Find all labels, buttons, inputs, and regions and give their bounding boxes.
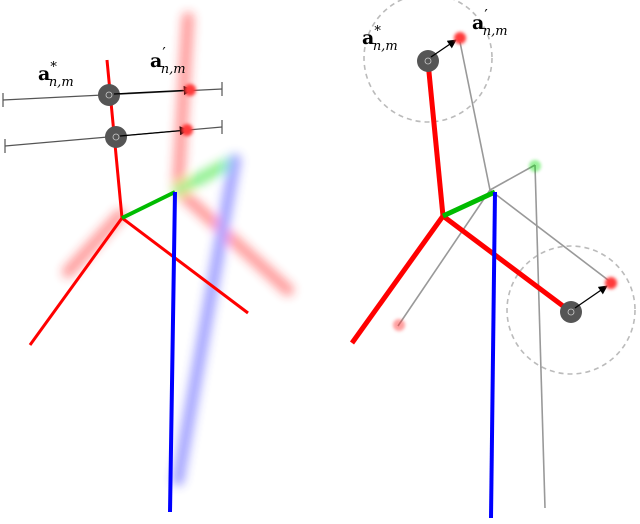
right-anchor-label: a*n,m bbox=[362, 24, 398, 54]
right-blur-red bbox=[393, 319, 405, 331]
right-blue-leg bbox=[489, 191, 497, 519]
left-leg-right bbox=[121, 216, 249, 315]
left-anchor-top bbox=[98, 84, 120, 106]
left-hip bbox=[121, 190, 176, 220]
left-displacement-arrow-bottom bbox=[119, 126, 189, 137]
left-target-bottom bbox=[181, 124, 193, 136]
right-hip bbox=[441, 189, 497, 219]
left-target-top bbox=[184, 84, 196, 96]
right-blur-green bbox=[529, 160, 541, 172]
right-target-top bbox=[454, 32, 466, 44]
left-anchor-label: a*n,m bbox=[38, 60, 74, 90]
left-target-spine bbox=[172, 12, 194, 196]
left-target-blue-leg bbox=[172, 154, 241, 486]
left-panel: a*n,m a′n,m bbox=[2, 12, 294, 513]
right-leg-right bbox=[441, 214, 573, 314]
left-target-leg-right bbox=[172, 184, 294, 296]
right-search-circle-bottom bbox=[506, 245, 636, 375]
left-target-hip bbox=[172, 154, 241, 196]
right-spine bbox=[425, 61, 446, 217]
left-displacement-arrow-top bbox=[113, 85, 193, 95]
left-blue-leg bbox=[168, 191, 177, 513]
right-anchor-bottom bbox=[560, 301, 582, 323]
left-target-leg-left bbox=[62, 209, 126, 278]
right-search-circle-top bbox=[363, 0, 493, 123]
right-displacement-arrow-top bbox=[430, 39, 457, 58]
right-displacement-arrow-bottom bbox=[574, 285, 608, 309]
right-panel: a*n,m a′n,m bbox=[349, 0, 636, 519]
left-leg-left bbox=[28, 217, 124, 346]
left-target-label: a′n,m bbox=[150, 44, 186, 77]
right-target-bottom bbox=[605, 277, 617, 289]
left-anchor-bottom bbox=[105, 126, 127, 148]
right-leg-left bbox=[349, 214, 446, 345]
left-target-pose-blur bbox=[62, 12, 294, 486]
right-ghost-pose bbox=[397, 41, 613, 509]
right-target-label: a′n,m bbox=[472, 6, 508, 39]
